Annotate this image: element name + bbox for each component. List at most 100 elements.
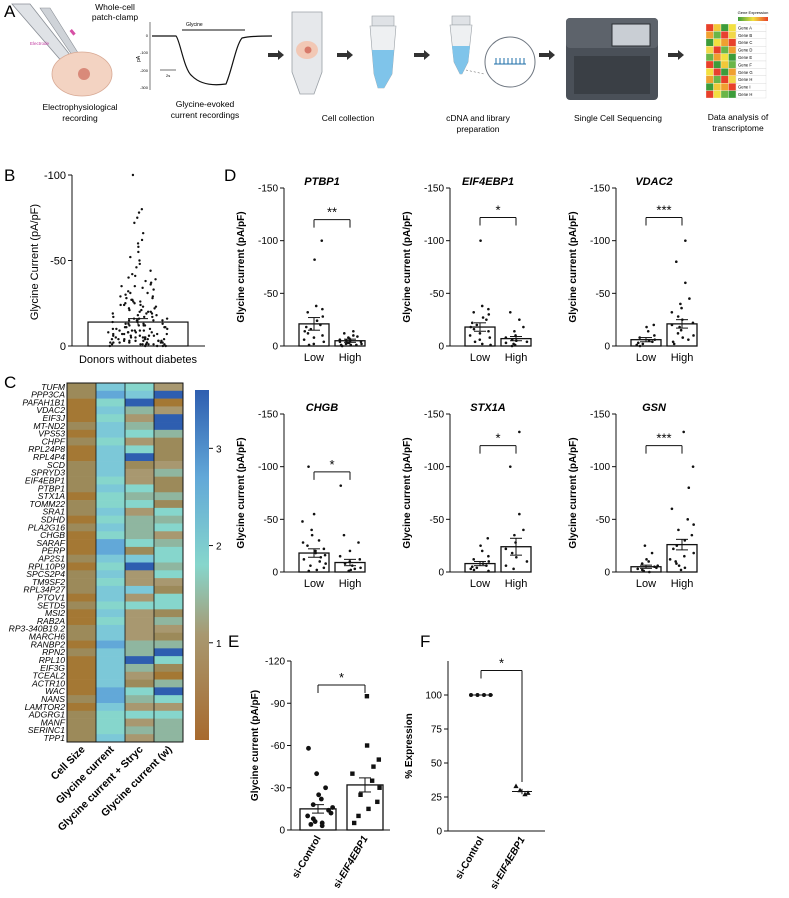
data-point bbox=[671, 340, 675, 344]
heatmap-gene-label: AP2S1 bbox=[37, 554, 65, 564]
heatmap-cell bbox=[154, 624, 183, 634]
data-point bbox=[469, 325, 473, 329]
mini-heatmap-title: Gene Expression bbox=[738, 10, 769, 15]
b-point bbox=[160, 339, 163, 343]
data-point bbox=[486, 536, 490, 540]
b-point bbox=[140, 208, 144, 211]
data-point bbox=[323, 785, 328, 791]
heatmap-gene-label: MT-ND2 bbox=[33, 421, 65, 431]
heatmap-cell bbox=[125, 640, 154, 649]
b-point bbox=[127, 331, 130, 334]
data-point bbox=[508, 465, 512, 468]
b-point bbox=[149, 310, 152, 313]
data-point bbox=[349, 343, 353, 347]
data-point bbox=[348, 337, 351, 340]
mini-heatmap-cell bbox=[728, 90, 737, 99]
heatmap-cell bbox=[67, 640, 96, 649]
data-point bbox=[692, 551, 695, 555]
heatmap-cell bbox=[67, 585, 96, 595]
data-point bbox=[691, 321, 695, 325]
heatmap-cell bbox=[125, 461, 154, 470]
trace-unit: pA bbox=[136, 55, 142, 62]
b-point bbox=[144, 279, 147, 283]
b-point bbox=[128, 324, 131, 327]
data-point bbox=[481, 316, 485, 319]
sig-label: * bbox=[329, 457, 334, 472]
b-point bbox=[112, 315, 115, 319]
data-point bbox=[343, 562, 347, 565]
data-point bbox=[478, 332, 482, 335]
b-point bbox=[111, 327, 115, 331]
b-point bbox=[119, 303, 122, 307]
heatmap-cell bbox=[125, 671, 154, 680]
b-point bbox=[164, 325, 167, 329]
patch-pipette-illustration bbox=[11, 3, 113, 97]
heatmap-cell bbox=[125, 429, 154, 438]
heatmap-cell bbox=[67, 718, 96, 727]
heatmap-cell bbox=[154, 578, 183, 587]
mini-heatmap-gene: Gene D bbox=[738, 48, 752, 53]
heatmap-cell bbox=[154, 554, 183, 563]
data-point bbox=[656, 564, 659, 567]
data-point bbox=[322, 547, 326, 551]
heatmap-gene-label: SRA1 bbox=[43, 507, 66, 517]
data-point bbox=[510, 338, 514, 341]
data-point bbox=[316, 792, 322, 798]
mini-heatmap-cell bbox=[728, 38, 737, 47]
heatmap-cell bbox=[125, 656, 154, 665]
chart-title: EIF4EBP1 bbox=[462, 176, 514, 188]
heatmap-cell bbox=[67, 687, 96, 696]
b-x-label: Donors without diabetes bbox=[79, 354, 198, 366]
heatmap-cell bbox=[96, 500, 125, 509]
data-point bbox=[681, 318, 684, 321]
heatmap-cell bbox=[154, 671, 183, 680]
step2-caption-2: current recordings bbox=[171, 110, 240, 120]
heatmap-cell bbox=[96, 515, 125, 524]
step1-caption-2: recording bbox=[62, 113, 98, 123]
data-point bbox=[306, 745, 311, 751]
mini-heatmap-cell bbox=[720, 75, 729, 84]
b-point bbox=[124, 322, 127, 325]
b-point bbox=[147, 334, 151, 337]
b-point bbox=[152, 288, 155, 291]
data-point bbox=[356, 813, 361, 819]
trace-tick-3: -300 bbox=[140, 85, 149, 90]
data-point bbox=[364, 743, 370, 748]
b-point bbox=[140, 238, 144, 242]
heatmap-cell bbox=[154, 718, 183, 727]
heatmap-cell bbox=[154, 648, 183, 657]
data-point bbox=[512, 567, 515, 571]
category-label: si-Control bbox=[290, 834, 323, 881]
data-point bbox=[364, 694, 370, 699]
b-point bbox=[127, 319, 131, 322]
data-point bbox=[319, 823, 325, 829]
data-point bbox=[352, 334, 355, 337]
y-tick-label: -100 bbox=[590, 236, 610, 247]
data-point bbox=[513, 343, 517, 347]
data-point bbox=[310, 802, 316, 808]
chart-title: STX1A bbox=[470, 402, 506, 414]
heatmap-cell bbox=[154, 523, 183, 532]
mini-heatmap-cell bbox=[720, 31, 729, 39]
data-point bbox=[674, 260, 678, 264]
heatmap-cell bbox=[67, 734, 96, 743]
data-point bbox=[355, 343, 358, 347]
data-point bbox=[688, 297, 691, 300]
mini-heatmap-cell bbox=[705, 75, 714, 84]
heatmap-cell bbox=[96, 710, 125, 719]
mini-heatmap-cell bbox=[713, 68, 722, 76]
data-point bbox=[350, 771, 355, 776]
heatmap-cell bbox=[154, 437, 183, 446]
category-label: High bbox=[671, 578, 694, 590]
data-point bbox=[684, 239, 687, 242]
b-point bbox=[130, 329, 134, 332]
data-point bbox=[682, 430, 685, 434]
y-tick-label: -60 bbox=[271, 741, 286, 752]
data-point bbox=[302, 558, 306, 561]
data-point bbox=[479, 239, 482, 242]
b-point bbox=[143, 337, 147, 341]
y-tick-label: 0 bbox=[604, 342, 610, 353]
mini-heatmap-cell bbox=[720, 38, 729, 47]
mini-heatmap-cell bbox=[713, 53, 722, 62]
heatmap-cell bbox=[154, 390, 183, 399]
